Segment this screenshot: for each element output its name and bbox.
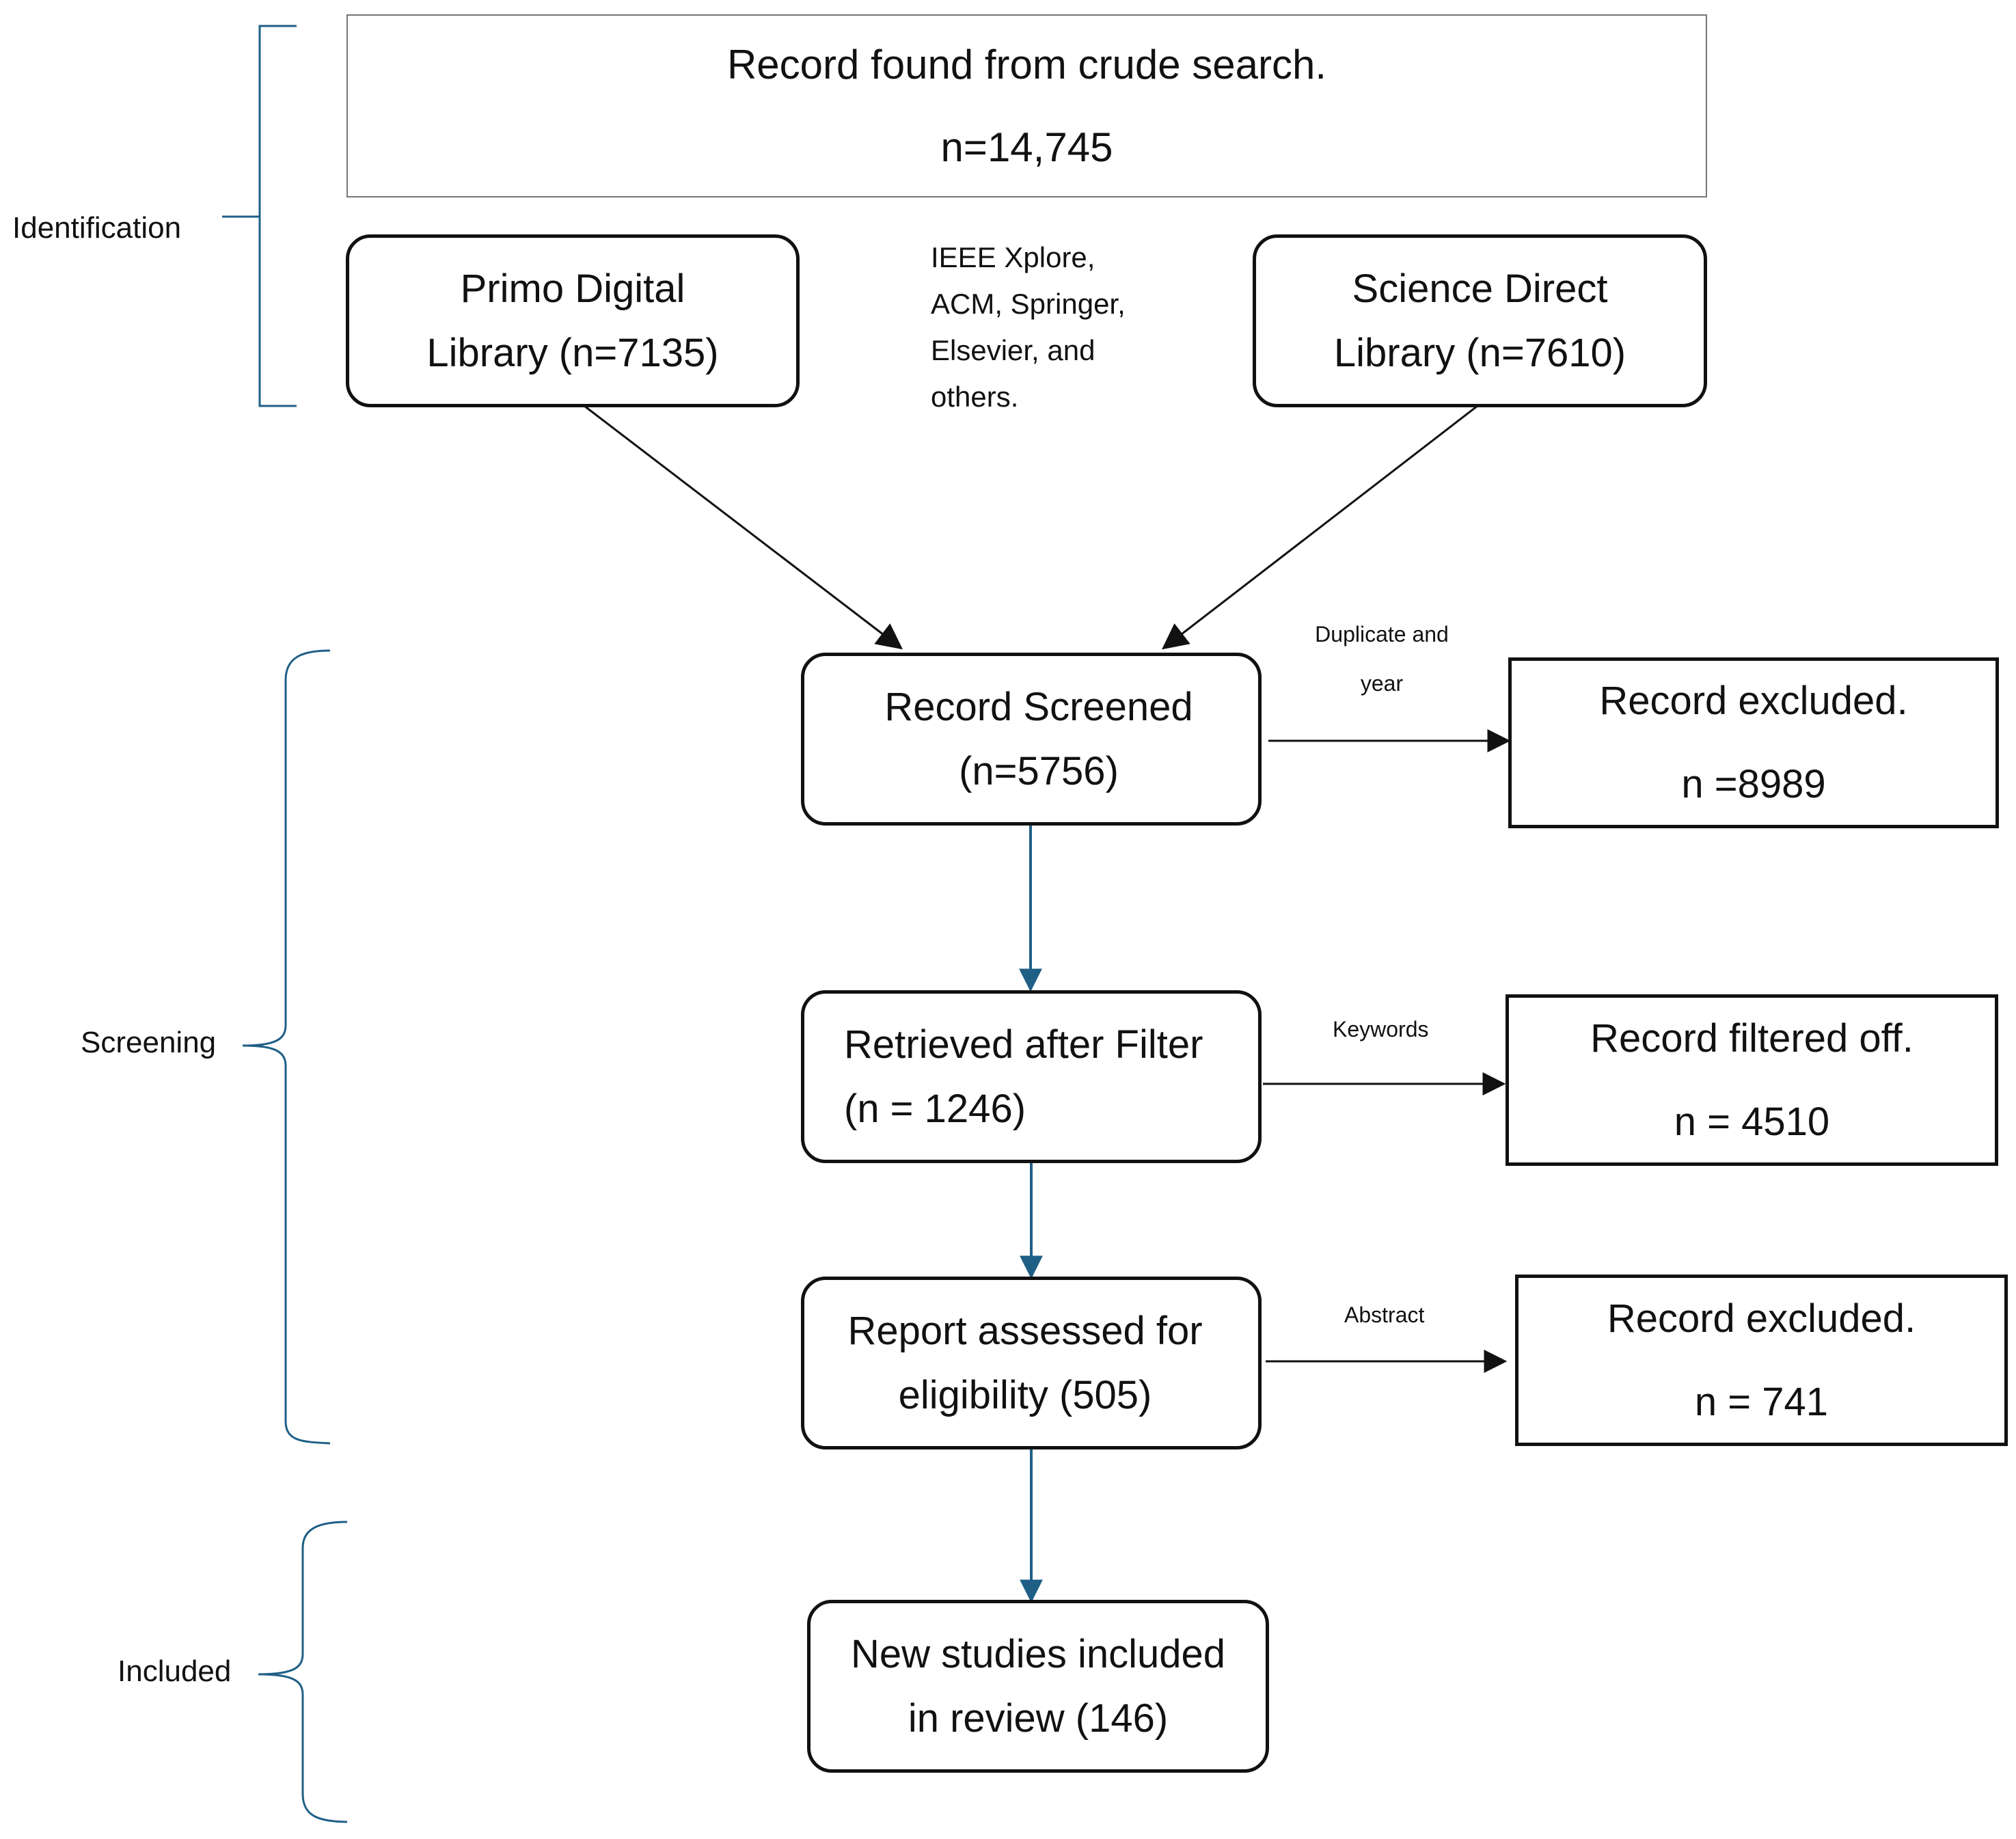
stage-label-identification: Identification <box>12 211 182 245</box>
publishers-note-line3: Elsevier, and <box>931 334 1095 367</box>
abstract-excluded-title: Record excluded. <box>1607 1296 1916 1341</box>
crude-search-count: n=14,745 <box>940 124 1113 170</box>
stage-label-included: Included <box>118 1654 232 1688</box>
eligibility-box: Report assessed for eligibility (505) <box>801 1277 1262 1449</box>
duplicate-year-label: Duplicate and year <box>1303 621 1460 698</box>
crude-search-title: Record found from crude search. <box>726 42 1327 87</box>
filtered-off-title: Record filtered off. <box>1590 1016 1913 1061</box>
retrieved-after-filter-box: Retrieved after Filter (n = 1246) <box>801 990 1262 1163</box>
duplicates-excluded-box: Record excluded. n =8989 <box>1508 657 1999 828</box>
duplicates-excluded-title: Record excluded. <box>1599 679 1908 724</box>
abstract-excluded-box: Record excluded. n = 741 <box>1515 1275 2008 1446</box>
included-line2: in review (146) <box>908 1695 1169 1741</box>
retrieved-line1: Retrieved after Filter <box>844 1022 1203 1067</box>
primo-line2: Library (n=7135) <box>426 330 719 375</box>
abstract-label: Abstract <box>1344 1303 1425 1327</box>
filtered-off-box: Record filtered off. n = 4510 <box>1506 994 1998 1166</box>
screening-bracket <box>242 649 331 1445</box>
publishers-note-line4: others. <box>931 381 1019 413</box>
science-direct-line1: Science Direct <box>1352 266 1608 311</box>
record-screened-line1: Record Screened <box>884 684 1193 729</box>
publishers-note-line2: ACM, Springer, <box>931 288 1126 321</box>
filtered-off-count: n = 4510 <box>1674 1099 1830 1144</box>
identification-bracket <box>222 25 297 407</box>
primo-library-box: Primo Digital Library (n=7135) <box>346 234 800 407</box>
arrow-science-direct-to-screened <box>1161 405 1478 650</box>
included-studies-box: New studies included in review (146) <box>807 1600 1269 1773</box>
included-line1: New studies included <box>850 1631 1226 1676</box>
retrieved-line2: (n = 1246) <box>844 1086 1026 1131</box>
abstract-excluded-count: n = 741 <box>1694 1379 1829 1424</box>
crude-search-box: Record found from crude search. n=14,745 <box>346 14 1707 197</box>
publishers-note-line1: IEEE Xplore, <box>931 241 1095 273</box>
duplicate-label-line1: Duplicate and <box>1315 622 1449 646</box>
included-bracket <box>258 1521 348 1823</box>
eligibility-line1: Report assessed for <box>847 1308 1203 1353</box>
duplicate-label-line2: year <box>1360 670 1404 696</box>
duplicates-excluded-count: n =8989 <box>1681 762 1826 806</box>
primo-line1: Primo Digital <box>460 266 685 311</box>
record-screened-box: Record Screened (n=5756) <box>801 653 1262 826</box>
eligibility-line2: eligibility (505) <box>898 1372 1152 1417</box>
publishers-note: IEEE Xplore, ACM, Springer, Elsevier, an… <box>931 234 1126 420</box>
stage-label-screening: Screening <box>81 1026 217 1059</box>
science-direct-line2: Library (n=7610) <box>1333 330 1626 375</box>
arrow-primo-to-screened <box>584 405 903 650</box>
science-direct-library-box: Science Direct Library (n=7610) <box>1253 234 1707 407</box>
record-screened-line2: (n=5756) <box>959 748 1119 793</box>
keywords-label: Keywords <box>1333 1017 1429 1041</box>
